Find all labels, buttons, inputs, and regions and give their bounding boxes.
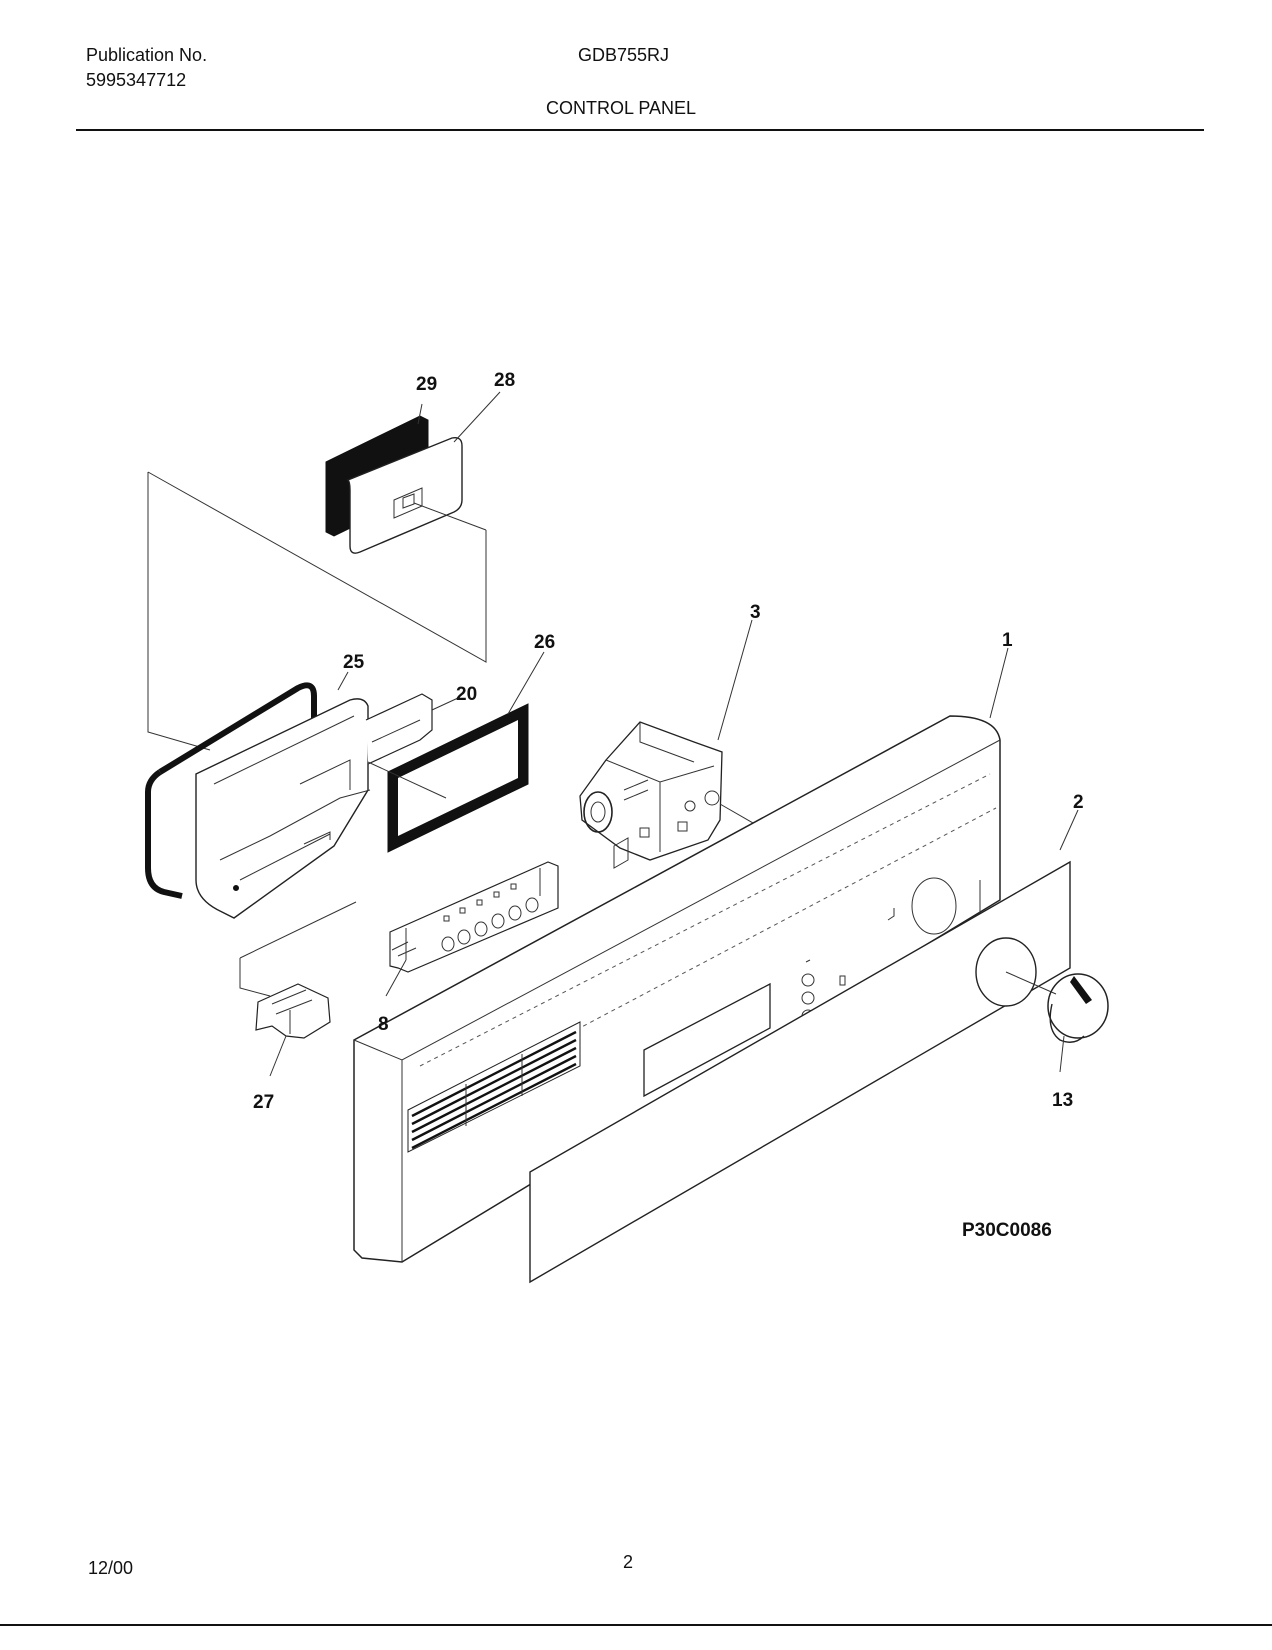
callout-29: 29 xyxy=(416,374,437,395)
publication-number: 5995347712 xyxy=(86,70,187,90)
part-26-frame xyxy=(367,703,529,853)
part-20-plate xyxy=(365,693,433,765)
leader-lines xyxy=(269,391,1079,1077)
page-number: 2 xyxy=(623,1552,634,1572)
callout-2: 2 xyxy=(1073,792,1084,813)
callout-25: 25 xyxy=(343,652,365,673)
section-title: CONTROL PANEL xyxy=(546,98,697,118)
part-8-switch-bracket xyxy=(389,861,559,973)
header-rule xyxy=(76,129,1204,131)
callout-27: 27 xyxy=(253,1092,274,1113)
part-27-switch xyxy=(239,901,357,1039)
callout-13: 13 xyxy=(1052,1090,1073,1111)
callout-26: 26 xyxy=(534,632,555,653)
footer-rule xyxy=(0,1624,1272,1626)
part-28-cover xyxy=(346,436,463,554)
dispenser-body xyxy=(195,698,371,919)
publication-label: Publication No. xyxy=(86,45,208,65)
callout-1: 1 xyxy=(1002,630,1013,651)
callout-28: 28 xyxy=(494,370,515,391)
diagram-reference-code: P30C0086 xyxy=(962,1220,1052,1241)
callout-3: 3 xyxy=(750,602,761,623)
callout-8: 8 xyxy=(378,1014,389,1035)
model-number: GDB755RJ xyxy=(578,45,670,65)
callout-20: 20 xyxy=(456,684,477,705)
projection-outline xyxy=(147,471,487,751)
footer-date: 12/00 xyxy=(88,1558,134,1578)
part-25-seal xyxy=(145,682,317,899)
part-1-control-panel xyxy=(353,715,1001,1263)
part-13-knob xyxy=(1005,971,1109,1043)
vent-slots xyxy=(407,1021,581,1153)
